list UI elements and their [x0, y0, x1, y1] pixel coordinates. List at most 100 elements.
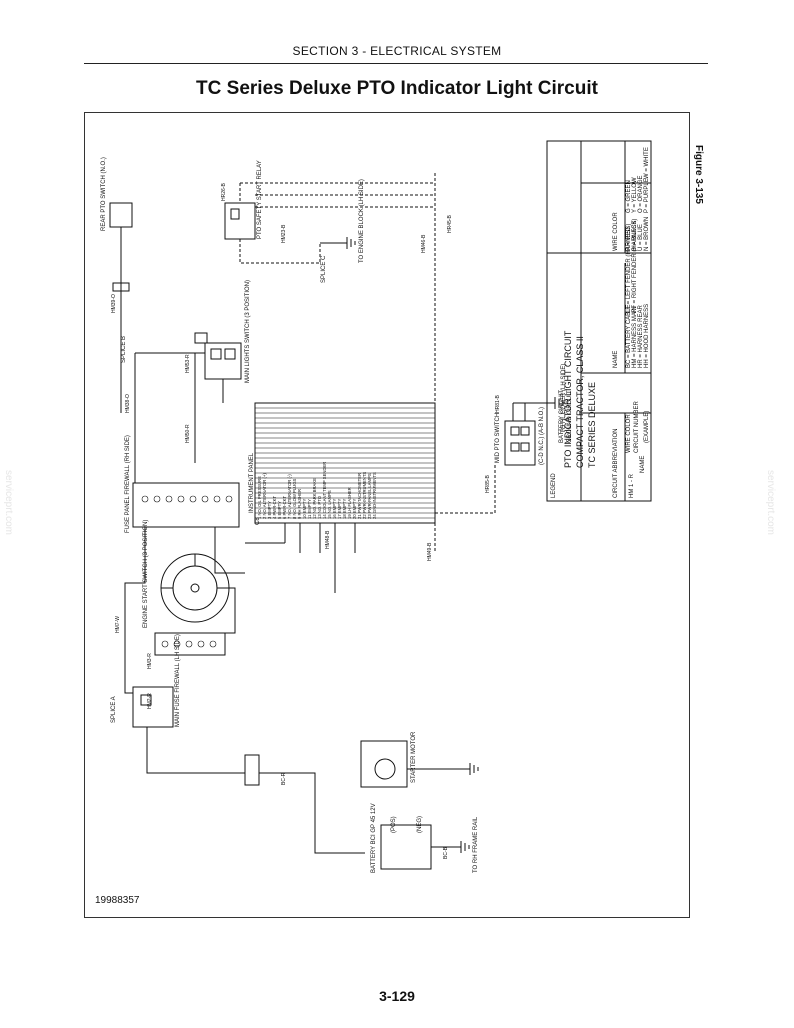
- label-rear-pto-switch: REAR PTO SWITCH (N.O.): [101, 157, 107, 231]
- label-fuse-panel: FUSE PANEL FIREWALL (RH SIDE): [125, 435, 131, 533]
- title-block-frame: [546, 140, 652, 502]
- instrument-pin-10: 11 EMPTY: [307, 499, 312, 519]
- instrument-pin-21: 22 PWR-INSTRUMENTS: [362, 472, 367, 519]
- connector-block-c2: [154, 632, 226, 656]
- harness-name-1: HM = HARNESS MAIN: [632, 306, 638, 368]
- circuit-abbreviation-code: HM 1 - R: [629, 473, 635, 498]
- wire-color-2: U = BLUE: [638, 224, 644, 251]
- wire-label-hm53: HM53-R: [185, 354, 191, 373]
- harness-name-0: BC = BATTERY CABLE: [626, 304, 632, 368]
- instrument-pin-5: 6 PWR-CKT: [282, 496, 287, 519]
- harness-name-4: LF = LEFT FENDER (HARNESS): [626, 224, 632, 313]
- figure-frame: PTO INDICATOR LIGHT CIRCUIT COMPACT TRAC…: [84, 112, 690, 918]
- instrument-pin-11: 12 NO. PARK BRAKE: [312, 478, 317, 519]
- wire-label-hm23: HM23-B: [281, 224, 287, 243]
- circuit-abbreviation-name: NAME: [640, 456, 646, 473]
- main-lights-switch: [204, 342, 242, 380]
- harness-name-2: HR = HARNESS REAR: [638, 304, 644, 368]
- instrument-pin-22: 23 PWR-PANEL LAMPS: [367, 473, 372, 519]
- label-main-fuse: MAIN FUSE FIREWALL (LH SIDE): [175, 634, 181, 727]
- instrument-pin-3: 4 PWR-CKT: [272, 496, 277, 519]
- instrument-pin-labels: 1 NO. OIL PRESSURE 2 NO. ALTERNATOR (+) …: [257, 462, 377, 519]
- wire-label-hm39: HM39-O: [111, 294, 117, 313]
- document-title: TC Series Deluxe PTO Indicator Light Cir…: [196, 78, 598, 99]
- fuse-panel: [132, 482, 240, 528]
- instrument-pin-19: 20 EMPTY: [352, 499, 357, 519]
- wire-label-hm2: HM2-R: [147, 693, 153, 709]
- instrument-pin-8: 9 RH FLASHER: [297, 489, 302, 519]
- wire-color-header: WIRE COLOR: [613, 212, 619, 251]
- instrument-pin-18: 19 LH FLASHER: [347, 487, 352, 519]
- connector-c3: [244, 754, 260, 786]
- instrument-pin-6: 7 NO. ALTERNATOR (-): [287, 474, 292, 519]
- section-header: SECTION 3 - ELECTRICAL SYSTEM: [292, 44, 502, 58]
- wire-color-5: Y = YELLOW: [632, 177, 638, 213]
- label-instrument-panel: INSTRUMENT PANEL: [249, 452, 255, 513]
- title-line-2: COMPACT TRACTOR, CLASS II: [575, 336, 585, 468]
- legend-header: LEGEND: [551, 473, 557, 498]
- label-splice-c: SPLICE C: [321, 255, 327, 283]
- wire-color-6: O = ORANGE: [638, 175, 644, 213]
- label-splice-a: SPLICE A: [111, 696, 117, 723]
- wire-label-hm38: HM38-O: [125, 394, 131, 413]
- wire-label-hm7: HM7-W: [115, 616, 121, 633]
- wiring-diagram: PTO INDICATOR LIGHT CIRCUIT COMPACT TRAC…: [101, 140, 652, 873]
- instrument-pin-2: 3 EMPTY: [267, 501, 272, 519]
- wire-label-hr45: HR45-B: [447, 215, 453, 233]
- legend-battery-circuit: BATTERY CIRCUIT: [559, 390, 565, 443]
- page-number: 3-129: [379, 988, 415, 1004]
- circuit-abbreviation-circuit-number: CIRCUIT NUMBER: [634, 400, 640, 453]
- label-to-engine-block: TO ENGINE BLOCK (LH SIDE): [359, 179, 365, 263]
- connector-c7-rear: [112, 282, 130, 292]
- instrument-pin-17: 18 EMPTY: [342, 499, 347, 519]
- instrument-pin-15: 16 EMPTY: [332, 499, 337, 519]
- starter-motor: [360, 740, 408, 788]
- figure-label: Figure 3-135: [693, 145, 704, 204]
- label-to-rh-frame-rail: TO RH FRAME RAIL: [473, 816, 479, 873]
- title-line-3: TC SERIES DELUXE: [587, 382, 597, 468]
- instrument-pin-7: 8 NO. GLOW PLUGS: [292, 479, 297, 519]
- label-instrument-connector: C8: [255, 517, 261, 525]
- instrument-pin-9: 10 EMPTY: [302, 499, 307, 519]
- label-splice-b: SPLICE B: [121, 336, 127, 363]
- wire-label-bc-b: BC-B: [443, 846, 449, 859]
- harness-name-3: HH = HOOD HARNESS: [644, 304, 650, 368]
- label-battery-pos: (POS): [391, 816, 397, 833]
- wire-color-4: G = GREEN: [626, 180, 632, 213]
- label-main-lights-switch: MAIN LIGHTS SWITCH (3 POSITION): [245, 280, 251, 383]
- instrument-pin-4: 5 EMPTY: [277, 501, 282, 519]
- wire-label-hm50: HM50-R: [185, 424, 191, 443]
- label-starter-motor: STARTER MOTOR: [411, 731, 417, 783]
- label-battery: BATTERY BCI GP 45 12V: [371, 803, 377, 873]
- instrument-pin-20: 21 PWR-TACHOMETER: [357, 473, 362, 519]
- label-to-hl-cover: TO HL COVER (LH SIDE): [561, 364, 567, 433]
- instrument-pin-13: 14 COOLANT TEMP SENDER: [322, 462, 327, 519]
- label-pto-safety-relay: PTO SAFETY START RELAY: [257, 160, 263, 239]
- legend-ground-circuit: GROUND CIRCUIT: [567, 390, 573, 443]
- main-fuse: [132, 686, 174, 728]
- name-header: NAME: [613, 351, 619, 368]
- label-mid-pto-contacts: (C-D N.C.) (A-B N.O.): [539, 407, 545, 465]
- circuit-abbreviation-wire-color: WIRE COLOR: [626, 414, 632, 453]
- label-mid-pto-switch: MID PTO SWITCH: [495, 413, 501, 463]
- mid-pto-switch: [504, 420, 536, 466]
- wire-label-hm48: HM48-B: [325, 530, 331, 549]
- wire-label-hr81: HR81-B: [495, 395, 501, 413]
- wire-label-hm49: HM49-B: [427, 542, 433, 561]
- label-battery-neg: (NEG): [417, 816, 423, 833]
- header-rule: [84, 63, 708, 64]
- watermark-left: serviceprt.com: [3, 470, 14, 536]
- harness-name-5: RF = RIGHT FENDER (HARNESS): [632, 219, 638, 313]
- wire-label-bc-r: BC-R: [281, 772, 287, 785]
- instrument-pin-1: 2 NO. ALTERNATOR (+): [262, 473, 267, 519]
- instrument-pin-23: 24 GND-INSTRUMENTS: [372, 472, 377, 519]
- circuit-abbreviation-header: CIRCUIT ABBREVIATION: [613, 429, 619, 498]
- instrument-pin-14: 15 NO. LAMPS: [327, 490, 332, 519]
- wire-label-hr26: HR26-B: [221, 183, 227, 201]
- rear-pto-switch: [109, 202, 133, 228]
- wire-label-hr85: HR85-B: [485, 475, 491, 493]
- wire-color-1: B = BLACK: [632, 220, 638, 251]
- instrument-pin-12: 13 NO. PTO: [317, 495, 322, 519]
- wire-color-8: W = WHITE: [644, 147, 650, 179]
- wire-color-3: N = BROWN: [644, 217, 650, 251]
